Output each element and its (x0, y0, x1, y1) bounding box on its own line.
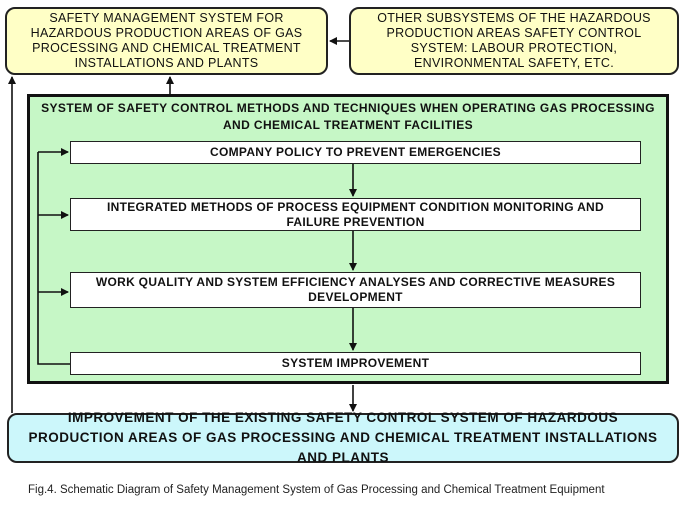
feedback-loop-line (37, 152, 70, 365)
company-policy-box: COMPANY POLICY TO PREVENT EMERGENCIES (70, 141, 641, 164)
control-methods-title: SYSTEM OF SAFETY CONTROL METHODS AND TEC… (41, 101, 655, 132)
safety-management-system-box: SAFETY MANAGEMENT SYSTEM FOR HAZARDOUS P… (5, 7, 328, 75)
integrated-methods-box: INTEGRATED METHODS OF PROCESS EQUIPMENT … (70, 198, 641, 231)
work-quality-box: WORK QUALITY AND SYSTEM EFFICIENCY ANALY… (70, 272, 641, 308)
other-subsystems-box: OTHER SUBSYSTEMS OF THE HAZARDOUS PRODUC… (349, 7, 679, 75)
figure-caption: Fig.4. Schematic Diagram of Safety Manag… (28, 484, 605, 496)
improvement-existing-box: IMPROVEMENT OF THE EXISTING SAFETY CONTR… (7, 410, 679, 465)
other-subsystems-label: OTHER SUBSYSTEMS OF THE HAZARDOUS PRODUC… (377, 11, 651, 70)
safety-management-system-label: SAFETY MANAGEMENT SYSTEM FOR HAZARDOUS P… (30, 11, 303, 70)
system-improvement-box: SYSTEM IMPROVEMENT (70, 352, 641, 375)
